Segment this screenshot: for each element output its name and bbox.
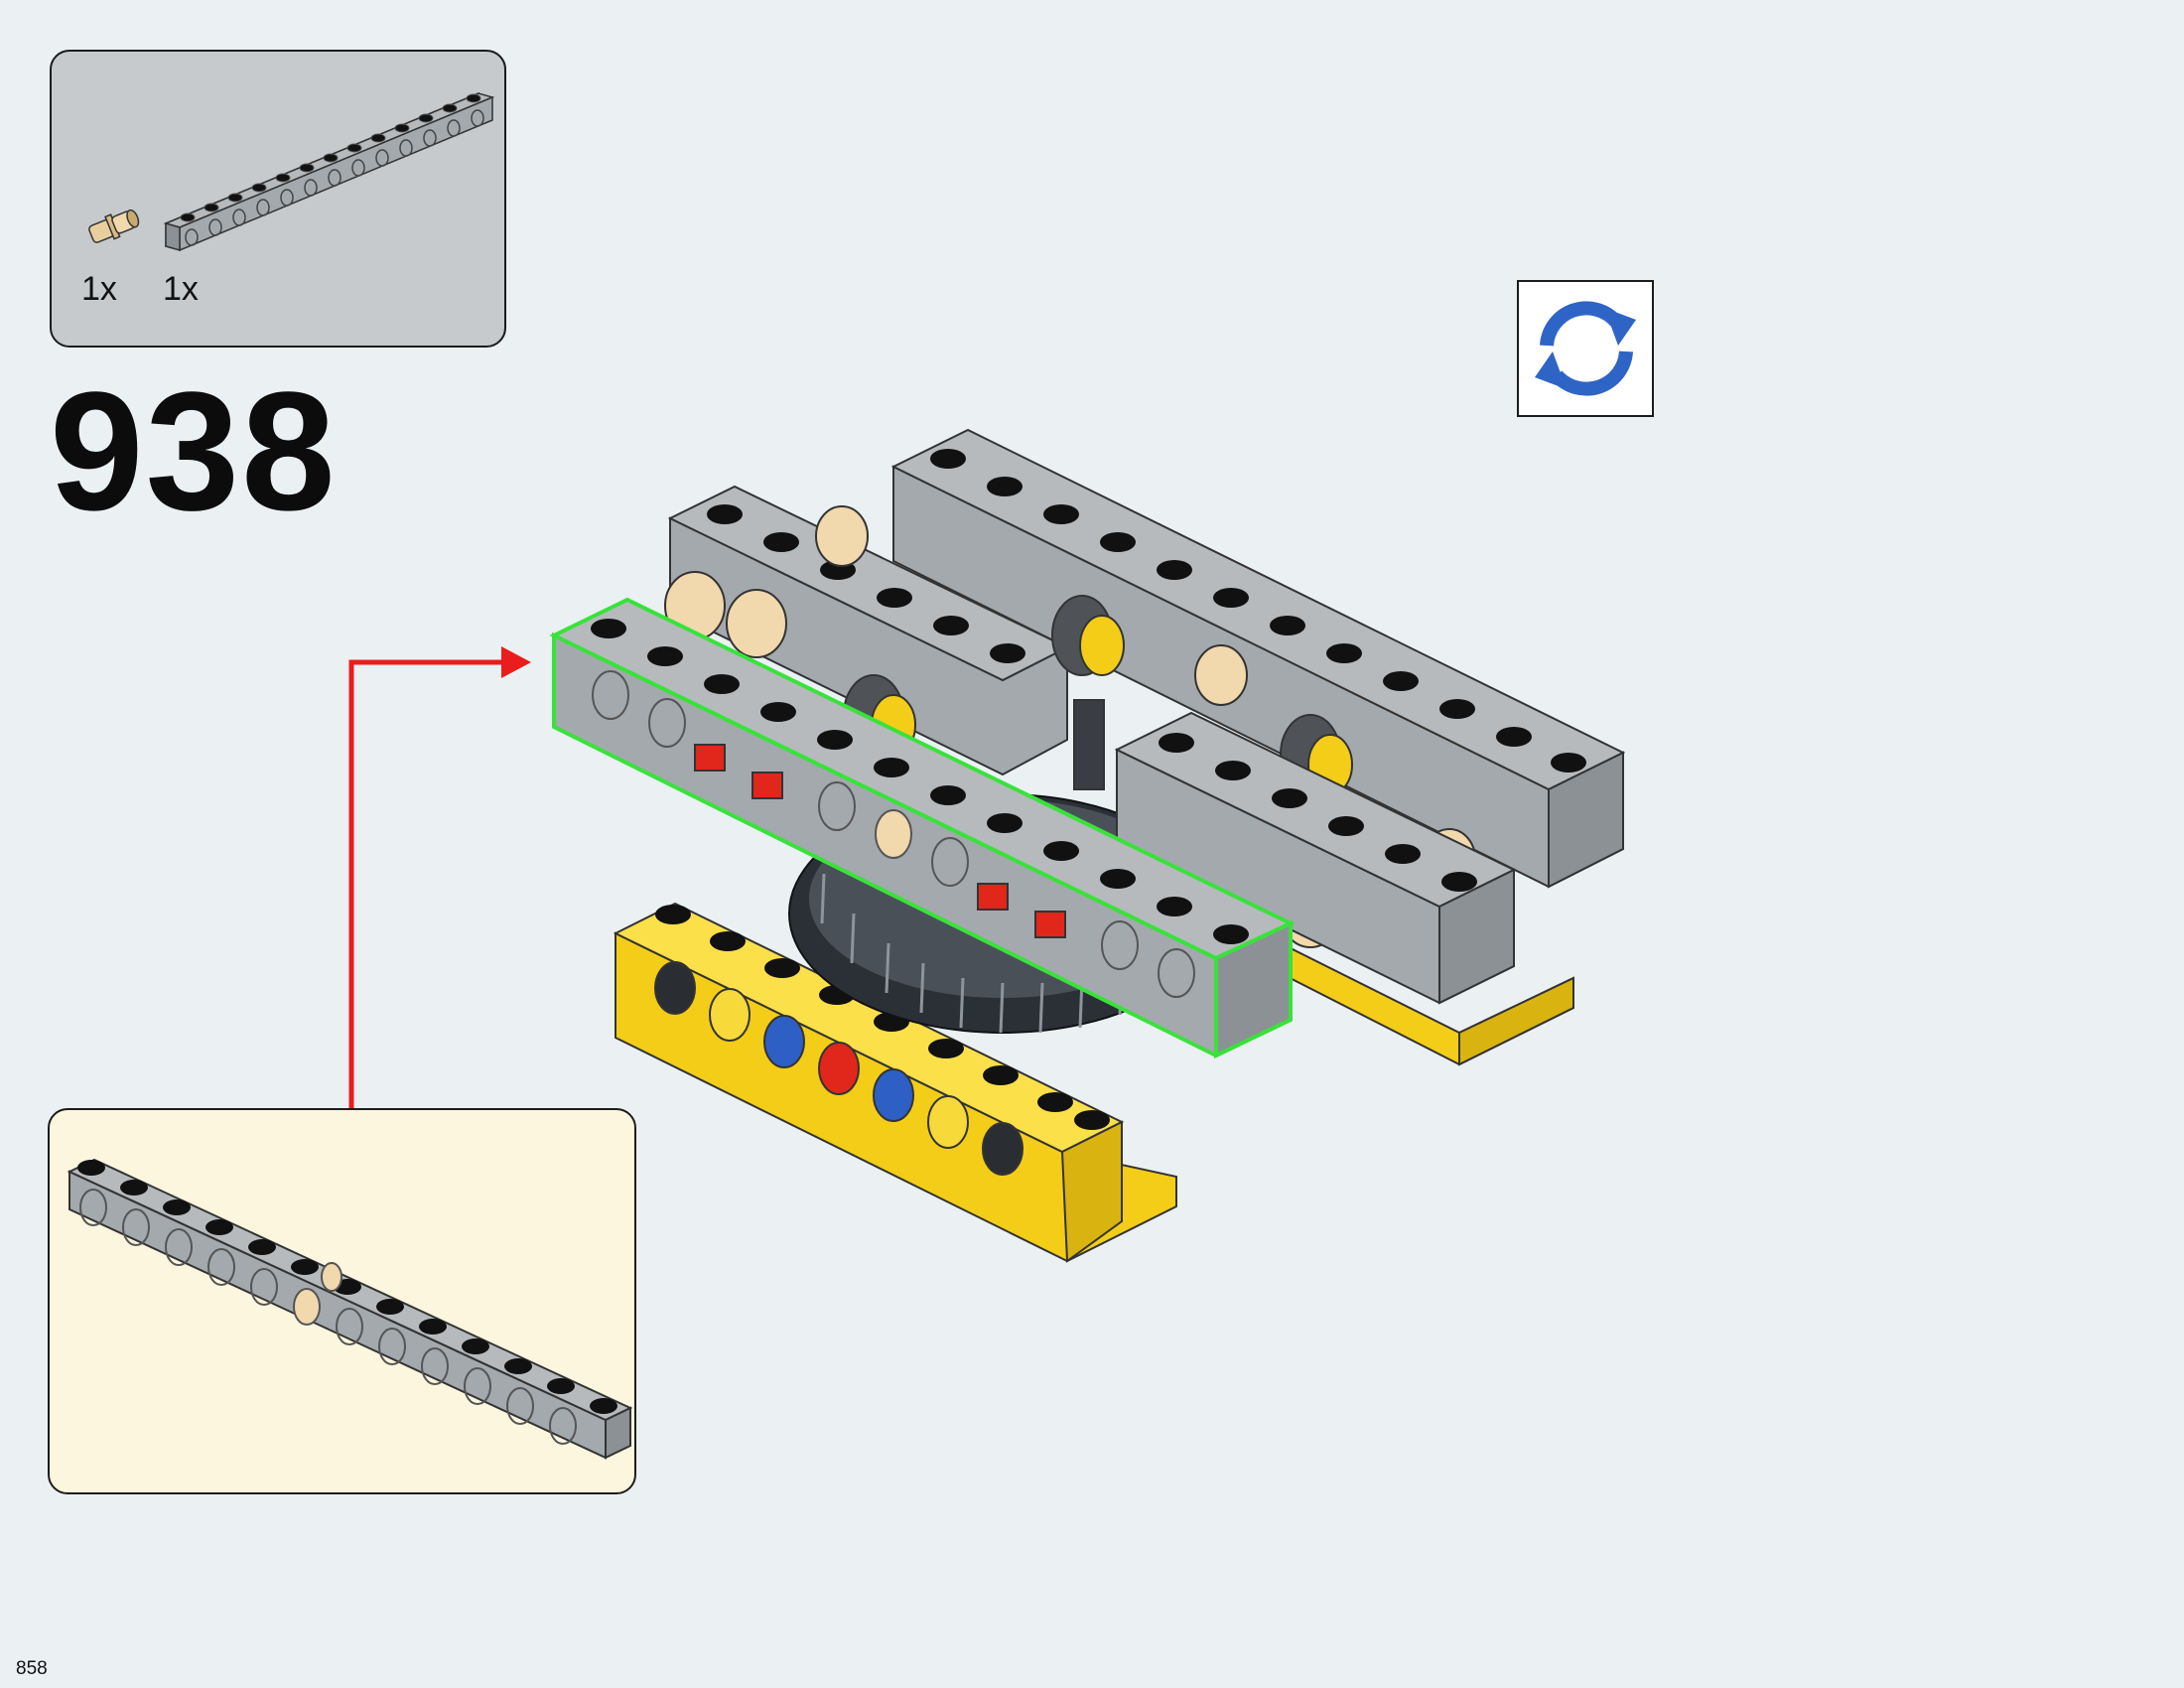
subassembly-illustration xyxy=(67,1158,633,1460)
page-number: 858 xyxy=(16,1658,48,1679)
back-gray-beam xyxy=(890,428,1626,889)
beam-quantity: 1x xyxy=(163,270,199,308)
gray-beam-part xyxy=(163,91,495,252)
yellow-base-beam xyxy=(613,902,1177,1263)
pin-quantity: 1x xyxy=(81,270,117,308)
parts-list-box: 1x 1x xyxy=(50,50,506,348)
new-gray-beam-highlighted xyxy=(549,597,1296,1059)
red-pointer-arrow xyxy=(348,646,531,1108)
subassembly-callout-box xyxy=(48,1108,636,1494)
rotate-icon xyxy=(1535,301,1636,396)
front-right-gray-beam xyxy=(1114,711,1517,1005)
tan-pin-part xyxy=(88,209,140,243)
subassembly-gray-beam xyxy=(67,1158,633,1460)
rotate-model-button[interactable] xyxy=(1517,280,1654,417)
step-number: 938 xyxy=(50,357,338,546)
parts-illustration xyxy=(88,91,495,252)
